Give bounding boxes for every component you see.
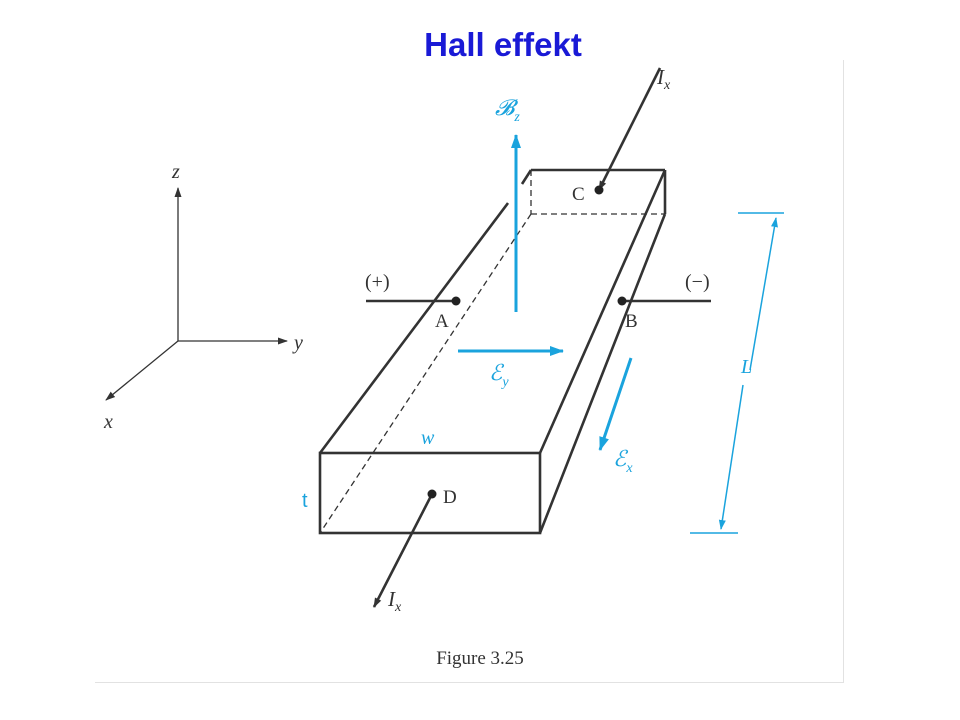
dimensions: w t L — [302, 212, 784, 534]
magnetic-field-label: 𝓑z — [495, 95, 520, 125]
contact-d-label: D — [443, 487, 457, 508]
slide-title: Hall effekt — [424, 26, 582, 63]
contact-b-dot — [617, 296, 627, 306]
current-out-label: Ix — [387, 587, 402, 615]
contact-c-label: C — [572, 184, 585, 205]
current-in-label: Ix — [656, 65, 671, 93]
y-axis-label: y — [292, 332, 303, 354]
current-in-lead — [597, 67, 662, 191]
length-label: L — [740, 356, 752, 378]
bar-top-left-edge-upper — [520, 169, 533, 185]
length-dimension-line-a — [749, 217, 778, 371]
x-axis-label: x — [103, 411, 113, 433]
minus-terminal-label: (−) — [685, 271, 710, 293]
hall-field-label: ℰy — [489, 360, 509, 390]
x-axis — [105, 340, 179, 401]
electric-field-x-label: ℰx — [613, 446, 633, 476]
semiconductor-bar — [318, 168, 667, 535]
contact-c-dot — [594, 185, 604, 195]
coordinate-axes: z y x — [103, 161, 303, 433]
figure-caption: Figure 3.25 — [436, 648, 524, 669]
contact-a-label: A — [435, 311, 449, 332]
thickness-label: t — [302, 490, 308, 512]
z-axis-label: z — [171, 161, 180, 183]
length-dimension-line-b — [718, 384, 744, 530]
current-out-lead — [372, 493, 434, 608]
plus-terminal-label: (+) — [365, 271, 390, 293]
contact-d-dot — [427, 489, 437, 499]
bar-hidden-bottom-left — [319, 213, 532, 534]
hall-voltage-leads: (+) (−) — [365, 271, 711, 303]
current-leads: Ix Ix — [372, 65, 671, 615]
contact-a-dot — [451, 296, 461, 306]
figure-panel — [95, 60, 844, 683]
bar-bottom-right-edge — [538, 213, 667, 534]
contacts: A B C D — [427, 184, 638, 508]
bar-top-left-edge-lower — [318, 202, 510, 454]
bar-top-right-edge — [538, 169, 667, 454]
contact-b-label: B — [625, 311, 638, 332]
bar-front-face — [318, 451, 542, 535]
width-label: w — [421, 427, 435, 449]
electric-field-x-arrow — [598, 357, 633, 451]
